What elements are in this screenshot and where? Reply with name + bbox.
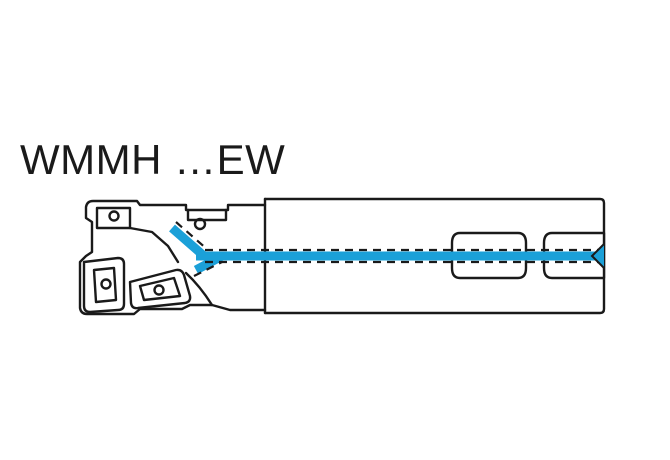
tool-designation-label: WMMH …EW: [20, 136, 286, 183]
front-insert: [82, 256, 126, 314]
coolant-outlet: [590, 243, 605, 269]
upper-flute-edge: [128, 226, 180, 264]
branch-edge-lower: [193, 261, 223, 277]
lower-flute-edge: [184, 271, 214, 307]
front-insert-inner: [92, 266, 118, 304]
side-insert-screw: [153, 284, 165, 296]
front-insert-screw: [100, 278, 112, 290]
head-screw-hole: [193, 217, 207, 231]
upper-insert-screw: [108, 210, 120, 222]
coolant-branch-upper: [169, 224, 207, 260]
head-pocket: [186, 208, 228, 222]
side-insert: [128, 268, 192, 310]
branch-edge-upper: [175, 221, 209, 251]
cutter-head-outline: [78, 199, 267, 316]
side-insert-inner: [138, 276, 182, 302]
